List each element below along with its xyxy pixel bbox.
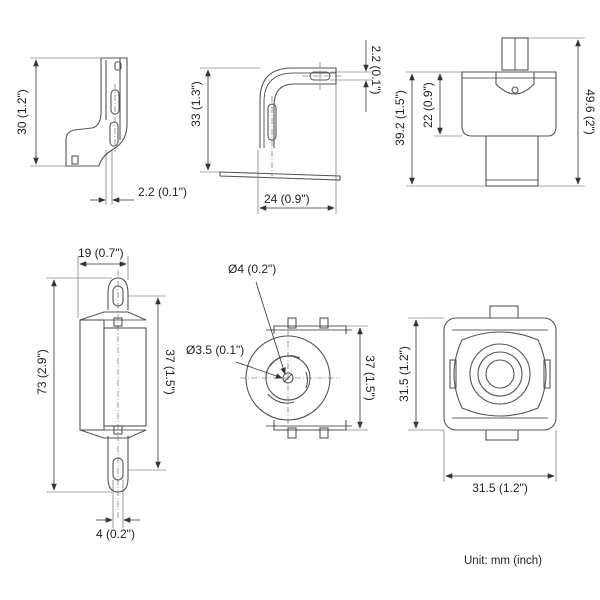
dim-v5-d35: Ø3.5 (0.1") <box>186 343 244 357</box>
dim-v4-total: 73 (2.9") <box>35 349 49 395</box>
dim-v3-lower: 39.2 (1.5") <box>393 90 407 146</box>
dim-v4-width: 19 (0.7") <box>78 246 124 260</box>
view-camera-front: 31.5 (1.2") 31.5 (1.2") <box>397 305 557 495</box>
dim-v2-width: 24 (0.9") <box>264 192 310 206</box>
dim-v3-total: 49.6 (2") <box>583 89 597 135</box>
dim-v5-height: 37 (1.5") <box>363 355 377 401</box>
unit-note: Unit: mm (inch) <box>464 555 542 567</box>
view-l-bracket: 33 (1.3") 24 (0.9") 2.2 (0.1") <box>189 40 383 214</box>
dim-v2-slot: 2.2 (0.1") <box>369 46 383 95</box>
dim-v1-offset: 2.2 (0.1") <box>138 185 187 199</box>
dim-v3-body: 22 (0.9") <box>421 82 435 128</box>
view-mount-top: Ø4 (0.2") Ø3.5 (0.1") 37 (1.5") <box>186 262 377 439</box>
view-camera-side: 22 (0.9") 39.2 (1.5") 49.6 (2") <box>393 37 597 187</box>
dim-v4-hole: 4 (0.2") <box>96 527 135 541</box>
dim-v1-height: 30 (1.2") <box>15 89 29 135</box>
dim-v6-height: 31.5 (1.2") <box>397 346 411 402</box>
view-side-bracket: 30 (1.2") 2.2 (0.1") <box>15 57 187 205</box>
dim-v5-d4: Ø4 (0.2") <box>228 262 276 276</box>
dim-v6-width: 31.5 (1.2") <box>472 481 528 495</box>
view-bracket-front: 19 (0.7") 73 (2.9") 37 (1.5") 4 (0.2") <box>35 246 177 541</box>
dim-v4-mid: 37 (1.5") <box>163 349 177 395</box>
dim-v2-height: 33 (1.3") <box>189 81 203 127</box>
